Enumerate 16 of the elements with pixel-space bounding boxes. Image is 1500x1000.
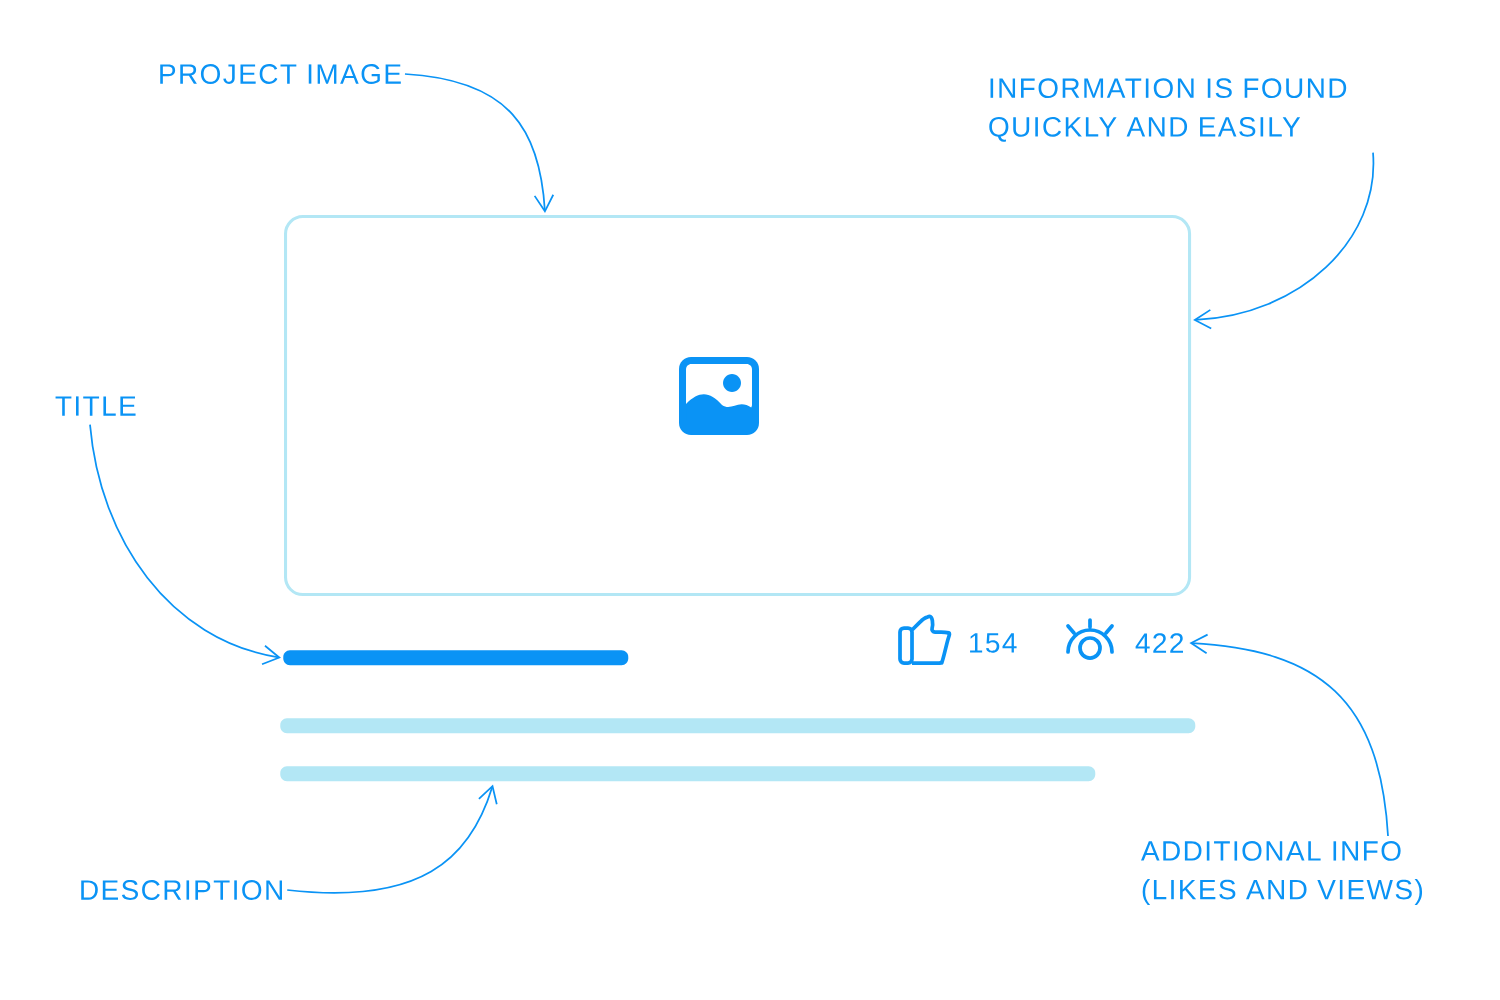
text-line-bar [280,766,1096,782]
arrow [286,784,498,894]
text-line-bar [283,650,629,666]
annotation-label: PROJECT IMAGE [160,64,401,84]
arrow [404,73,555,213]
text-line-bar [280,718,1196,734]
stat-count: 422 [1135,633,1183,653]
annotation-label: INFORMATION IS FOUND QUICKLY AND EASILY [989,78,1347,142]
arrow [89,423,281,666]
image-frame [284,215,1192,597]
arrow [1189,633,1389,837]
annotation-label: DESCRIPTION [81,880,282,900]
annotation-label: TITLE [55,396,136,416]
arrow [1193,151,1374,330]
annotation-label: ADDITIONAL INFO (LIKES AND VIEWS) [1141,841,1423,905]
stat-count: 154 [970,633,1017,653]
